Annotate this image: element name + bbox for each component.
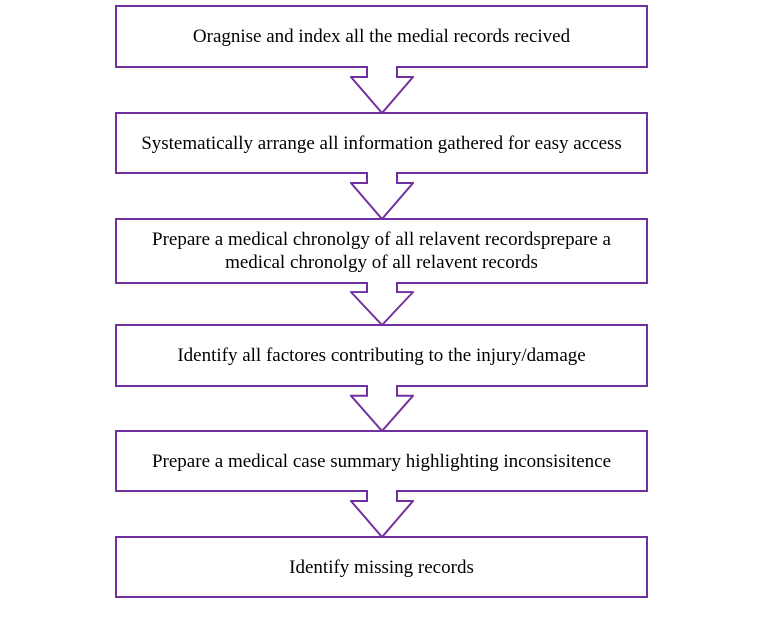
process-step-label: Prepare a medical chronolgy of all relav…	[152, 229, 611, 273]
process-step-box-3: Prepare a medical chronolgy of all relav…	[115, 218, 648, 284]
down-arrow-icon	[350, 490, 414, 538]
process-step-box-5: Prepare a medical case summary highlight…	[115, 430, 648, 492]
process-step-box-6: Identify missing records	[115, 536, 648, 598]
process-step-label: Identify missing records	[289, 556, 474, 578]
process-step-label: Oragnise and index all the medial record…	[192, 26, 571, 47]
process-step-box-1: Oragnise and index all the medial record…	[115, 5, 648, 68]
down-arrow-icon	[350, 385, 414, 432]
process-step-label: Prepare a medical case summary highlight…	[151, 450, 612, 472]
down-arrow-icon	[350, 172, 414, 220]
down-arrow-icon	[350, 66, 414, 114]
process-step-box-4: Identify all factores contributing to th…	[115, 324, 648, 387]
process-step-box-2: Systematically arrange all information g…	[115, 112, 648, 174]
process-step-label: Systematically arrange all information g…	[141, 132, 622, 154]
process-step-label: Identify all factores contributing to th…	[177, 345, 586, 366]
down-arrow-icon	[350, 282, 414, 326]
